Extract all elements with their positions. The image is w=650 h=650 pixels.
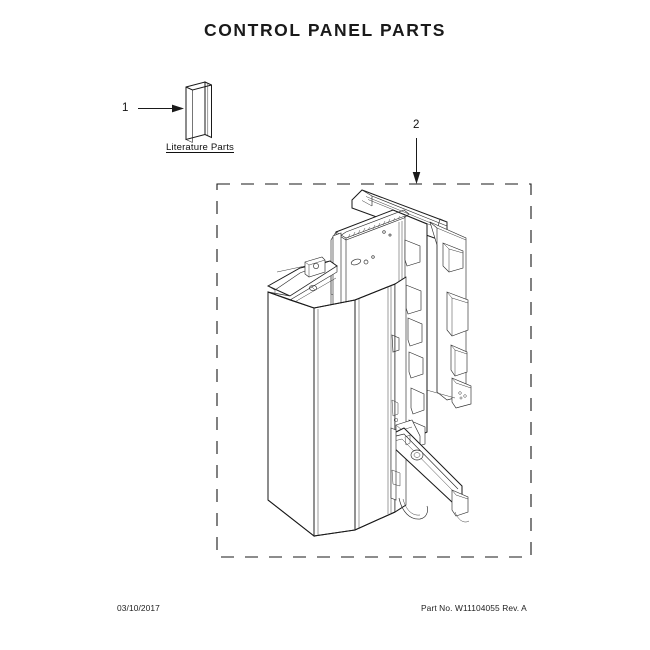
footer-date: 03/10/2017: [117, 603, 160, 613]
panel-inner-frame-part: [332, 232, 342, 445]
page-title: CONTROL PANEL PARTS: [203, 20, 447, 40]
callout-1-leader: [138, 104, 184, 113]
footer-part-number: Part No. W11104055 Rev. A: [421, 603, 527, 613]
rear-mounting-bracket-part: [397, 221, 472, 409]
literature-booklet-icon: [185, 81, 212, 143]
callout-number-1: 1: [122, 102, 129, 114]
assembly-group-boundary: [216, 183, 532, 558]
callout-number-2: 2: [413, 119, 420, 131]
hinge-linkage-arm-part: [390, 417, 470, 523]
literature-parts-label: Literature Parts: [166, 142, 234, 153]
callout-2-leader: [412, 138, 421, 184]
control-panel-assembly: [266, 189, 472, 538]
top-trim-bar-part: [351, 189, 448, 240]
control-board-module-part: [330, 209, 428, 449]
front-control-panel-part: [266, 256, 407, 538]
